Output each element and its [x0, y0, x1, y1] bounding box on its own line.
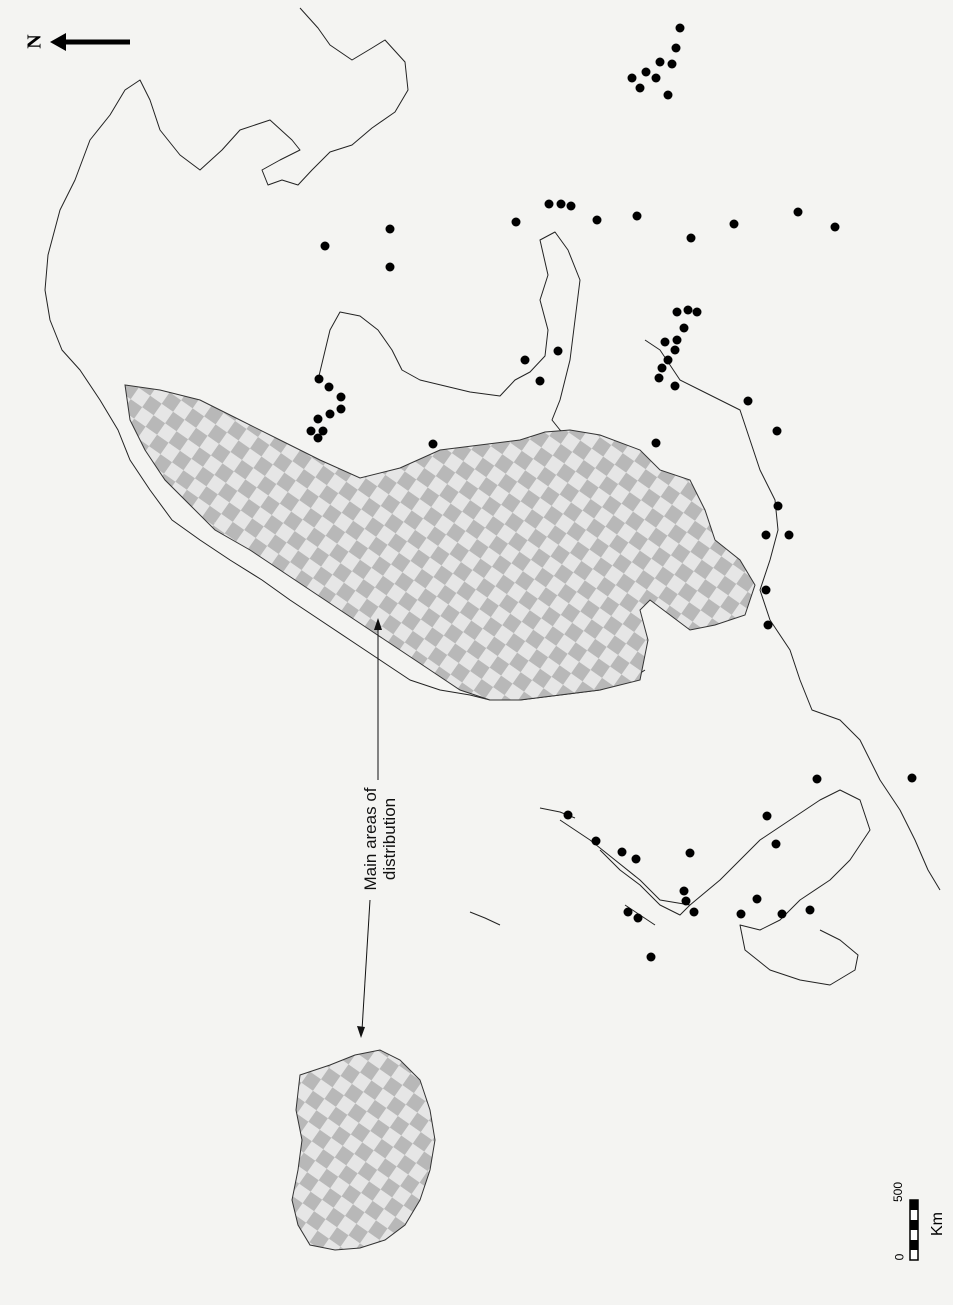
occurrence-dot [771, 839, 781, 849]
eastern-coastline [644, 339, 941, 891]
occurrence-dot [324, 382, 334, 392]
occurrence-dot [675, 23, 685, 33]
occurrence-dot [777, 909, 787, 919]
south-islands-coastline [469, 807, 691, 926]
occurrence-dot [591, 836, 601, 846]
occurrence-dot [627, 73, 637, 83]
occurrence-dot [566, 201, 576, 211]
occurrence-dot [761, 585, 771, 595]
occurrence-dot [318, 426, 328, 436]
occurrence-dot [670, 381, 680, 391]
occurrence-dot [772, 426, 782, 436]
occurrence-dot [812, 774, 822, 784]
occurrence-dot [752, 894, 762, 904]
occurrence-dot [763, 620, 773, 630]
occurrence-dot [320, 241, 330, 251]
northern-coastline [44, 7, 646, 701]
occurrence-dot [670, 345, 680, 355]
occurrence-dot [657, 363, 667, 373]
occurrence-dot [830, 222, 840, 232]
occurrence-dot [325, 409, 335, 419]
occurrence-dot [729, 219, 739, 229]
occurrence-dot [663, 355, 673, 365]
occurrence-dot [784, 530, 794, 540]
occurrence-dot [773, 501, 783, 511]
occurrence-dots [306, 23, 917, 962]
occurrence-dot [683, 305, 693, 315]
occurrence-dot [685, 848, 695, 858]
occurrence-dot [805, 905, 815, 915]
occurrence-dot [655, 57, 665, 67]
occurrence-dot [314, 374, 324, 384]
occurrence-dot [592, 215, 602, 225]
north-arrow-head [50, 33, 66, 51]
occurrence-dot [556, 199, 566, 209]
arrowhead-top [374, 618, 382, 630]
occurrence-dot [762, 811, 772, 821]
occurrence-dot [535, 376, 545, 386]
scale-bar-seg3 [910, 1240, 918, 1250]
occurrence-dot [651, 438, 661, 448]
occurrence-dot [306, 426, 316, 436]
upper-peninsula-coastline [317, 231, 641, 461]
occurrence-dot [681, 896, 691, 906]
occurrence-dot [686, 233, 696, 243]
occurrence-dot [385, 262, 395, 272]
occurrence-dot [679, 323, 689, 333]
occurrence-dot [631, 854, 641, 864]
occurrence-dot [428, 439, 438, 449]
occurrence-dot [623, 907, 633, 917]
arrowhead-bottom [357, 1026, 365, 1038]
occurrence-dot [520, 355, 530, 365]
occurrence-dot [667, 59, 677, 69]
occurrence-dot [553, 346, 563, 356]
occurrence-dot [641, 67, 651, 77]
occurrence-dot [671, 43, 681, 53]
occurrence-dot [689, 907, 699, 917]
southern-coastline [559, 789, 871, 986]
occurrence-dot [654, 373, 664, 383]
occurrence-dot [743, 396, 753, 406]
occurrence-dot [651, 73, 661, 83]
distribution-label-line2: distribution [380, 797, 399, 881]
occurrence-dot [544, 199, 554, 209]
occurrence-dot [336, 392, 346, 402]
distribution-area-main [124, 384, 756, 701]
occurrence-dot [635, 83, 645, 93]
scale-unit-label: Km [929, 1212, 946, 1236]
occurrence-dot [617, 847, 627, 857]
occurrence-dot [385, 224, 395, 234]
occurrence-dot [679, 886, 689, 896]
occurrence-dot [563, 810, 573, 820]
occurrence-dot [692, 307, 702, 317]
scale-start-label: 0 [892, 1253, 907, 1261]
scale-bar-seg1 [910, 1200, 918, 1210]
occurrence-dot [646, 952, 656, 962]
occurrence-dot [663, 90, 673, 100]
occurrence-dot [633, 913, 643, 923]
occurrence-dot [511, 217, 521, 227]
occurrence-dot [632, 211, 642, 221]
occurrence-dot [672, 335, 682, 345]
occurrence-dot [761, 530, 771, 540]
scale-end-label: 500 [891, 1181, 906, 1203]
distribution-label-line1: Main areas of [361, 787, 380, 891]
annotation-leader-bottom [361, 899, 371, 1031]
distribution-area-island [291, 1049, 436, 1251]
scale-bar-seg2 [910, 1220, 918, 1230]
north-letter: N [23, 34, 46, 49]
occurrence-dot [660, 337, 670, 347]
distribution-label: Main areas of distribution [361, 759, 399, 919]
occurrence-dot [672, 307, 682, 317]
occurrence-dot [313, 414, 323, 424]
occurrence-dot [336, 404, 346, 414]
occurrence-dot [793, 207, 803, 217]
occurrence-dot [907, 773, 917, 783]
occurrence-dot [313, 433, 323, 443]
occurrence-dot [736, 909, 746, 919]
